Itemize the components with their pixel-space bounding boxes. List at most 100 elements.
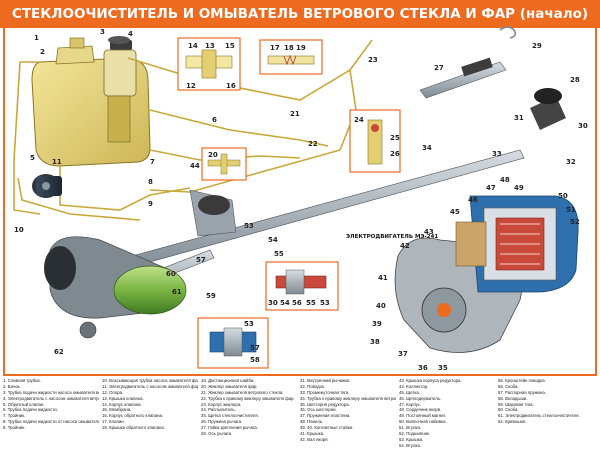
inset-num-15: 15 bbox=[225, 42, 235, 50]
legend-item: 55. Кронштейн поводка. bbox=[498, 378, 546, 383]
inset-num-25: 25 bbox=[390, 134, 400, 142]
inset-num-14: 14 bbox=[188, 42, 198, 50]
inset-num-17: 17 bbox=[270, 44, 280, 52]
legend-item: 16. Корпус обратного клапана. bbox=[102, 413, 164, 419]
legend-item: 25. Щетка стеклоочистителя. bbox=[201, 413, 259, 419]
legend-item: 42. Вал якоря. bbox=[300, 436, 329, 442]
legend-col-2: 10. Всасывающая трубка насоса омывателя … bbox=[102, 378, 198, 431]
legend-item: 13. Крышка клапана. bbox=[102, 395, 144, 401]
callout-11: 11 bbox=[52, 158, 62, 166]
legend-item: 60. Скоба. bbox=[498, 407, 519, 413]
callout-4: 4 bbox=[128, 30, 133, 38]
callout-9: 9 bbox=[148, 200, 153, 208]
diagram-title: СТЕКЛООЧИСТИТЕЛЬ И ОМЫВАТЕЛЬ ВЕТРОВОГО С… bbox=[0, 0, 600, 28]
callout-42: 42 bbox=[400, 242, 410, 250]
legend-item: 59. Шаровая тяга. bbox=[498, 401, 534, 407]
legend-item: 62. Кривошип. bbox=[498, 419, 527, 425]
wiper-arm bbox=[419, 26, 517, 99]
callout-38: 38 bbox=[370, 338, 380, 346]
legend-col-3: 19. Дистанционная шайба. 20. Жиклер омыв… bbox=[201, 378, 297, 437]
callout-29: 29 bbox=[532, 42, 542, 50]
callout-8: 8 bbox=[148, 178, 153, 186]
callout-6: 6 bbox=[212, 116, 217, 124]
legend-item: 41. Крышка. bbox=[300, 431, 325, 437]
legend-col-5: 43. Крышка корпуса редуктора. 44. Коллек… bbox=[399, 378, 495, 449]
callout-5: 5 bbox=[30, 154, 35, 162]
inset-num-53b: 53 bbox=[244, 320, 254, 328]
legend-item: 11. Электродвигатель с насосом омывателя… bbox=[102, 383, 198, 389]
callout-55: 55 bbox=[274, 250, 284, 258]
inset-num-12: 12 bbox=[186, 82, 196, 90]
legend-item: 17. Клапан. bbox=[102, 419, 125, 425]
windshield-pump-motor bbox=[103, 36, 137, 143]
diagram-svg: 14 13 15 12 16 17 18 19 20 24 25 26 bbox=[13, 26, 588, 372]
legend-item: 43. Крышка корпуса редуктора. bbox=[399, 378, 462, 383]
legend-item: 44. Коллектор. bbox=[399, 383, 429, 389]
legend-item: 54. Втулка. bbox=[399, 442, 422, 448]
callout-51: 51 bbox=[566, 206, 576, 214]
legend-item: 47. Корпус. bbox=[399, 401, 422, 407]
inset-num-13: 13 bbox=[205, 42, 215, 50]
legend-item: 45. Щетка. bbox=[399, 389, 420, 395]
callout-33: 33 bbox=[492, 150, 502, 158]
callout-37: 37 bbox=[398, 350, 408, 358]
motor-label: ЭЛЕКТРОДВИГАТЕЛЬ МЭ-241 bbox=[346, 234, 438, 240]
legend-item: 50. Войлочная набивка. bbox=[399, 419, 447, 425]
callout-52: 52 bbox=[570, 218, 580, 226]
headlight-pump-motor bbox=[32, 174, 62, 198]
callout-62: 62 bbox=[54, 348, 64, 356]
inset-num-55: 55 bbox=[306, 299, 316, 307]
legend-item: 23. Корпус жиклера. bbox=[201, 401, 242, 407]
callout-36: 36 bbox=[418, 364, 428, 372]
callout-32: 32 bbox=[566, 158, 576, 166]
legend-item: 48. Сердечник якоря. bbox=[399, 407, 442, 413]
legend-item: 24. Распылитель. bbox=[201, 407, 236, 413]
callout-43: 43 bbox=[424, 228, 434, 236]
inset-valve: 14 13 15 12 16 bbox=[177, 37, 241, 91]
inset-num-16: 16 bbox=[226, 82, 236, 90]
callout-34: 34 bbox=[422, 144, 432, 152]
legend-item: 32. Поводок. bbox=[300, 383, 326, 389]
legend-item: 15. Мембрана. bbox=[102, 407, 132, 413]
legend-item: 22. Трубка к правому жиклеру омывателя ф… bbox=[201, 395, 295, 401]
callout-50: 50 bbox=[558, 192, 568, 200]
diagram-frame bbox=[3, 28, 597, 376]
legend-item: 58. Вкладыши. bbox=[498, 395, 528, 401]
inset-bushing: 53 57 58 bbox=[197, 317, 269, 369]
callout-35: 35 bbox=[438, 364, 448, 372]
legend-item: 9. Тройник. bbox=[3, 425, 26, 431]
callouts: 1 2 3 4 5 6 7 8 9 10 11 21 22 23 27 29 2… bbox=[14, 28, 588, 372]
wiper-electric-motor bbox=[44, 236, 187, 339]
inset-num-19: 19 bbox=[296, 44, 306, 52]
inset-num-18: 18 bbox=[284, 44, 294, 52]
legend-item: 33. Промежуточная тяга. bbox=[300, 389, 350, 395]
callout-54: 54 bbox=[268, 236, 278, 244]
callout-3: 3 bbox=[100, 28, 105, 36]
callout-27: 27 bbox=[434, 64, 444, 72]
callout-61: 61 bbox=[172, 288, 182, 296]
legend-item: 6. Трубка подачи жидкости. bbox=[3, 407, 58, 413]
callout-41: 41 bbox=[378, 274, 388, 282]
legend-item: 46. Щеткодержатель. bbox=[399, 395, 442, 401]
legend-item: 7. Тройник. bbox=[3, 413, 26, 419]
legend-item: 5. Обратный клапан. bbox=[3, 401, 45, 407]
inset-num-54: 54 bbox=[280, 299, 290, 307]
inset-num-26: 26 bbox=[390, 150, 400, 158]
inset-check-valve: 17 18 19 bbox=[259, 39, 323, 75]
legend-item: 8. Трубка подачи жидкости от насоса омыв… bbox=[3, 419, 99, 425]
callout-1: 1 bbox=[34, 34, 39, 42]
legend-item: 19. Дистанционная шайба. bbox=[201, 378, 255, 383]
legend-col-6: 55. Кронштейн поводка. 56. Скоба. 57. Ра… bbox=[498, 378, 596, 425]
legend-item: 51. Втулка. bbox=[399, 425, 422, 431]
legend-item: 18. Крышка обратного клапана. bbox=[102, 425, 165, 431]
callout-46: 46 bbox=[468, 196, 478, 204]
legend-item: 35. Шестерня редуктора. bbox=[300, 401, 350, 407]
callout-39: 39 bbox=[372, 320, 382, 328]
legend-item: 49. Постоянный магнит. bbox=[399, 413, 447, 419]
inset-num-20: 20 bbox=[208, 151, 218, 159]
callout-10: 10 bbox=[14, 226, 24, 234]
callout-2: 2 bbox=[40, 48, 45, 56]
legend-item: 57. Распорная пружина. bbox=[498, 389, 546, 395]
legend-item: 20. Жиклер омывателя фар. bbox=[201, 383, 258, 389]
callout-45: 45 bbox=[450, 208, 460, 216]
